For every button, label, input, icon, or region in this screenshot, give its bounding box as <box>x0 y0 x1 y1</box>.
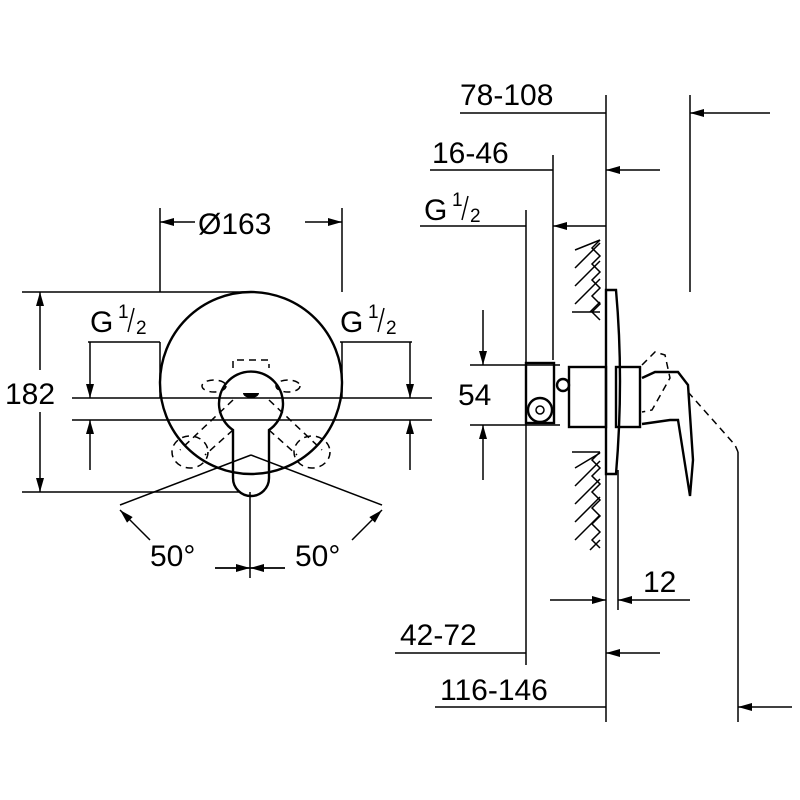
handle-logo <box>243 393 259 398</box>
thread-left-main: G <box>90 306 113 339</box>
diameter-label: Ø163 <box>198 208 271 241</box>
height-label: 182 <box>5 378 55 411</box>
dim-total-depth-label: 78-108 <box>460 79 553 112</box>
side-thread-den: 2 <box>470 206 481 227</box>
escutcheon-side <box>604 288 622 476</box>
dim-body-label: 42-72 <box>400 619 477 652</box>
angle-left-label: 50° <box>150 540 195 573</box>
dim-overall-label: 116-146 <box>440 674 548 707</box>
side-view: 78-108 16-46 G 1 2 54 12 42-72 116-146 <box>395 79 792 722</box>
thread-right-den: 2 <box>386 318 397 339</box>
front-view: Ø163 182 G 1 2 G 1 2 50° <box>5 208 432 578</box>
dim-height-label: 54 <box>458 379 491 412</box>
thread-right-num: 1 <box>368 302 379 323</box>
escutcheon-plate <box>158 290 344 476</box>
valve-body <box>567 365 608 429</box>
angle-right-label: 50° <box>295 540 340 573</box>
wall-hatching <box>572 239 602 551</box>
thread-left-den: 2 <box>136 318 147 339</box>
thread-left-num: 1 <box>118 302 129 323</box>
side-thread-num: 1 <box>452 190 463 211</box>
dim-plate-label: 12 <box>643 566 676 599</box>
lever-side <box>641 370 695 497</box>
side-thread-main: G <box>424 194 447 227</box>
thread-right-main: G <box>340 306 363 339</box>
dim-inner-label: 16-46 <box>432 137 509 170</box>
handle-outline <box>217 370 285 498</box>
